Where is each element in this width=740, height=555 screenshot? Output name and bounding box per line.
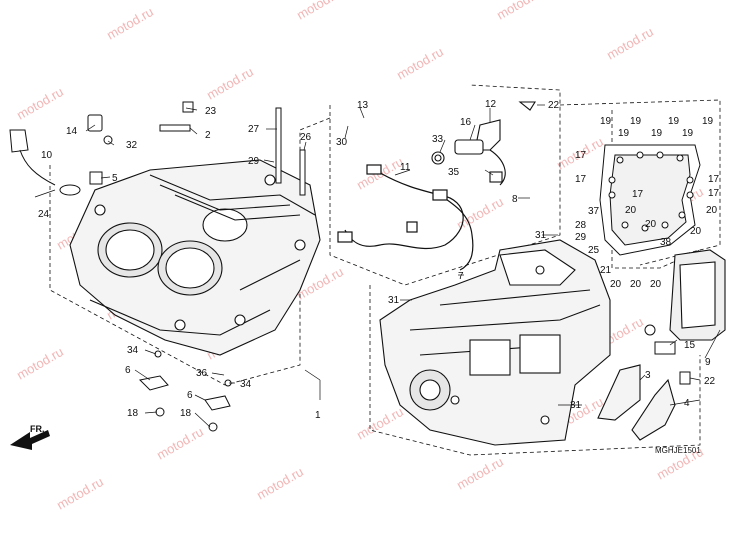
callout-32: 32 xyxy=(126,140,138,151)
watermark-text: motod.ru xyxy=(454,454,506,493)
callout-25: 25 xyxy=(588,245,600,256)
watermark-text: motod.ru xyxy=(604,24,656,63)
callout-3: 3 xyxy=(645,370,651,381)
callout-19b: 19 xyxy=(618,128,630,139)
callout-17b: 17 xyxy=(575,174,587,185)
watermark-text: motod.ru xyxy=(354,404,406,443)
front-arrow: FR. xyxy=(10,424,50,450)
callout-24: 24 xyxy=(38,209,50,220)
callout-22: 22 xyxy=(548,100,560,111)
callout-6b: 6 xyxy=(187,390,193,401)
callout-31b: 31 xyxy=(388,295,400,306)
callout-16: 16 xyxy=(460,117,472,128)
callout-20: 20 xyxy=(706,205,718,216)
watermark-text: motod.ru xyxy=(14,344,66,383)
watermark-text: motod.ru xyxy=(14,84,66,123)
callout-19d: 19 xyxy=(651,128,663,139)
callout-20c: 20 xyxy=(625,205,637,216)
callout-17e: 17 xyxy=(708,188,720,199)
fr-label: FR. xyxy=(30,424,45,434)
callout-20b: 20 xyxy=(690,226,702,237)
watermark-text: motod.ru xyxy=(254,464,306,503)
callout-28: 28 xyxy=(575,220,587,231)
callout-36: 36 xyxy=(196,368,208,379)
callout-20f: 20 xyxy=(630,279,642,290)
callout-19g: 19 xyxy=(702,116,714,127)
callout-17: 17 xyxy=(575,150,587,161)
callout-19c: 19 xyxy=(630,116,642,127)
watermark-text: motod.ru xyxy=(494,0,546,23)
callout-31c: 31 xyxy=(570,400,582,411)
callout-34b: 34 xyxy=(240,379,252,390)
callout-2: 2 xyxy=(205,130,211,141)
callout-20g: 20 xyxy=(650,279,662,290)
callout-19: 19 xyxy=(600,116,612,127)
watermark-text: motod.ru xyxy=(294,0,346,23)
callout-18b: 18 xyxy=(180,408,192,419)
callout-10: 10 xyxy=(41,150,53,161)
watermark-text: motod.ru xyxy=(394,44,446,83)
callout-22b: 22 xyxy=(704,376,716,387)
callout-labels: 23 2 27 26 29 10 14 32 5 24 13 30 11 12 … xyxy=(38,99,720,421)
callout-29: 29 xyxy=(248,156,260,167)
sensor-assembly xyxy=(431,101,536,186)
bottom-bolts xyxy=(138,324,691,432)
callout-21: 21 xyxy=(600,265,612,276)
callout-6: 6 xyxy=(125,365,131,376)
wiring-harness xyxy=(337,164,474,271)
callout-30: 30 xyxy=(336,137,348,148)
diagram-code: MGHJE1501 xyxy=(655,446,701,455)
callout-12: 12 xyxy=(485,99,497,110)
callout-26: 26 xyxy=(300,132,312,143)
gasket-plate xyxy=(599,144,701,256)
callout-19e: 19 xyxy=(668,116,680,127)
leader-lines xyxy=(34,104,721,428)
watermark-text: motod.ru xyxy=(104,4,156,43)
callout-1: 1 xyxy=(315,410,321,421)
callout-37: 37 xyxy=(588,206,600,217)
crankcase xyxy=(379,239,611,446)
guard-parts xyxy=(597,364,676,441)
callout-35: 35 xyxy=(448,167,460,178)
callout-5: 5 xyxy=(112,173,118,184)
callout-9: 9 xyxy=(705,357,711,368)
cylinder-block xyxy=(69,159,321,356)
callout-33: 33 xyxy=(432,134,444,145)
callout-13: 13 xyxy=(357,100,369,111)
callout-27: 27 xyxy=(248,124,260,135)
callout-38: 38 xyxy=(660,237,672,248)
callout-7: 7 xyxy=(458,271,464,282)
callout-8: 8 xyxy=(512,194,518,205)
callout-15: 15 xyxy=(684,340,696,351)
callout-29b: 29 xyxy=(575,232,587,243)
callout-20e: 20 xyxy=(610,279,622,290)
watermark-text: motod.ru xyxy=(204,64,256,103)
filter-cover xyxy=(669,249,726,341)
watermark-text: motod.ru xyxy=(54,474,106,513)
callout-18: 18 xyxy=(127,408,139,419)
callout-34: 34 xyxy=(127,345,139,356)
callout-23: 23 xyxy=(205,106,217,117)
callout-4: 4 xyxy=(684,398,690,409)
callout-11: 11 xyxy=(400,162,411,173)
callout-17c: 17 xyxy=(632,189,644,200)
callout-31: 31 xyxy=(535,230,547,241)
callout-19f: 19 xyxy=(682,128,694,139)
small-parts-left xyxy=(9,101,306,196)
callout-17d: 17 xyxy=(708,174,720,185)
callout-20d: 20 xyxy=(645,219,657,230)
callout-14: 14 xyxy=(66,126,78,137)
watermark-text: motod.ru xyxy=(154,424,206,463)
